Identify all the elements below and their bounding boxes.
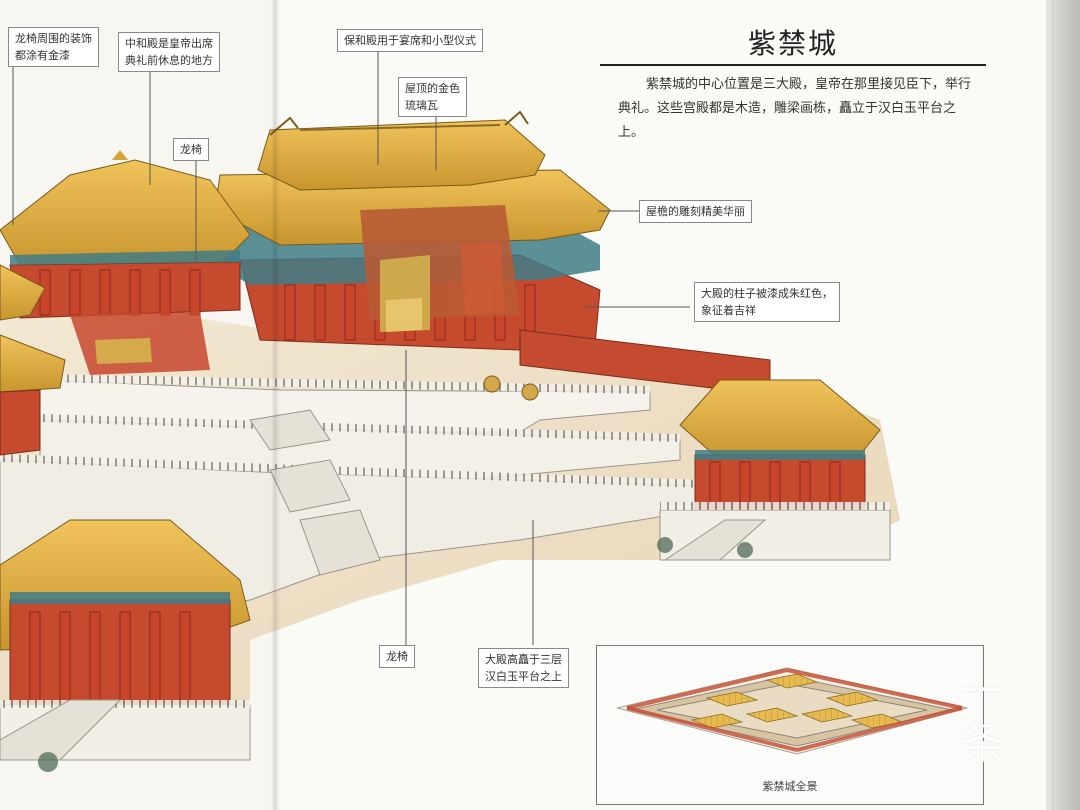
zhonghe-hall [0, 150, 251, 375]
lower-left-hall [0, 519, 251, 761]
right-gate-hall [519, 329, 891, 561]
callout-dragon-throne: 龙椅 [173, 138, 209, 161]
left-roof-fragments [0, 264, 66, 456]
leader-lines [12, 52, 690, 645]
callout-baohe: 保和殿用于宴席和小型仪式 [337, 29, 483, 52]
intro-paragraph: 紫禁城的中心位置是三大殿，皇帝在那里接见臣下，举行典礼。这些宫殿都是木造，雕梁画… [618, 77, 972, 140]
page-title: 紫禁城 [748, 27, 839, 60]
main-hall-baohe [210, 110, 611, 351]
overview-caption: 紫禁城全景 [762, 780, 818, 793]
callout-dragon-decor: 龙椅周围的装饰都涂有金漆 [8, 27, 99, 67]
book-gutter [271, 0, 281, 810]
callout-dragon-throne-lower: 龙椅 [379, 645, 415, 668]
callout-roof-tiles: 屋顶的金色琉璃瓦 [398, 77, 467, 117]
callout-zhonghe: 中和殿是皇帝出席典礼前休息的地方 [118, 32, 220, 72]
watermark-text: 一条 [960, 664, 1006, 770]
page-edge-shadow [1046, 0, 1080, 810]
title-rule [600, 64, 986, 66]
page-edge-line [1052, 0, 1054, 810]
callout-pillars: 大殿的柱子被漆成朱红色，象征着吉祥 [694, 282, 840, 322]
callout-eaves: 屋檐的雕刻精美华丽 [639, 200, 752, 223]
callout-three-tiers: 大殿高矗于三层汉白玉平台之上 [478, 648, 569, 688]
overview-inset: 紫禁城全景 [596, 645, 984, 805]
bronze-vessels [38, 375, 539, 772]
overview-map [616, 667, 968, 755]
